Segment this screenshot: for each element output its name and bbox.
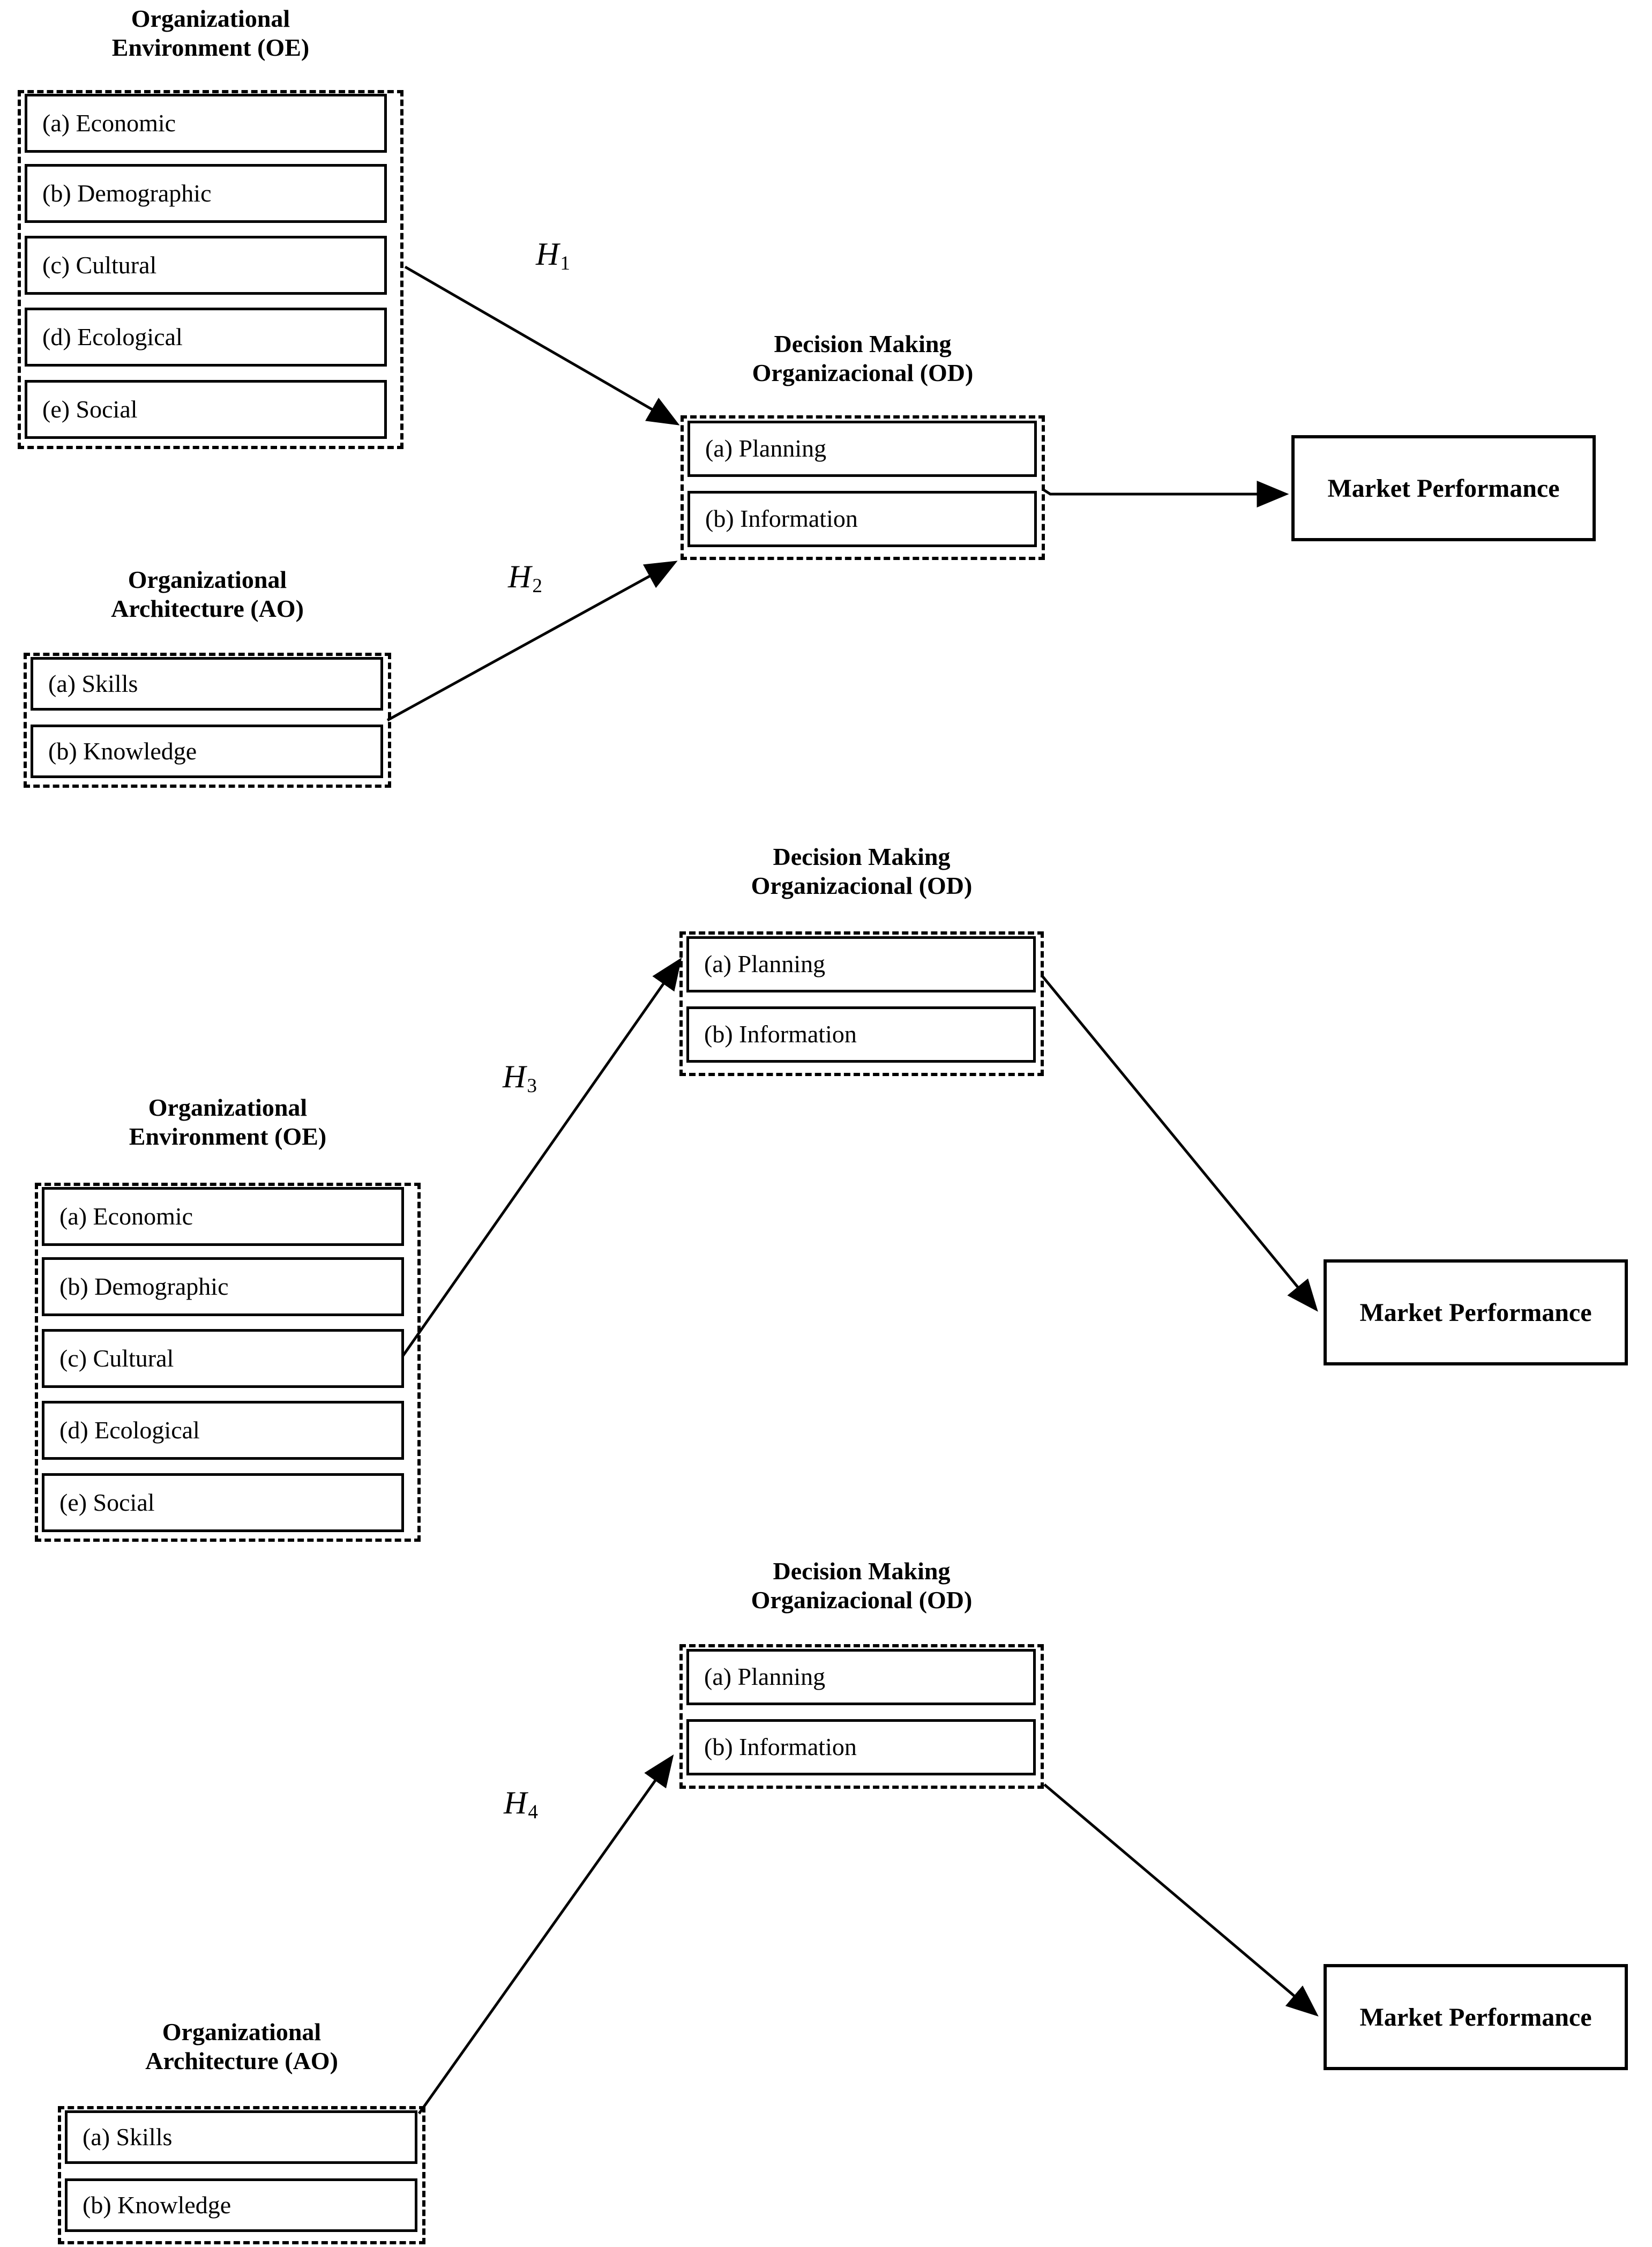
hypothesis-index: 2	[532, 575, 542, 598]
caption-line-2: Organizacional (OD)	[751, 872, 973, 900]
caption-organizational-environment-2: Organizational Environment (OE)	[35, 1093, 421, 1152]
group-decision-making-2	[679, 931, 1044, 1076]
hypothesis-label-h4: H4	[504, 1785, 538, 1824]
caption-line-1: Organizational	[131, 5, 290, 32]
od-item-information-2[interactable]: (b) Information	[686, 1006, 1036, 1063]
group-organizational-environment-2	[35, 1183, 421, 1542]
oe-item-cultural-1[interactable]: (c) Cultural	[25, 236, 387, 295]
oe-item-demographic-2[interactable]: (b) Demographic	[42, 1257, 404, 1316]
caption-line-2: Environment (OE)	[129, 1123, 327, 1151]
caption-organizational-architecture-1: Organizational Architecture (AO)	[24, 565, 391, 624]
hypothesis-label-h3: H3	[503, 1058, 537, 1098]
arrow-od-to-market-1	[1042, 481, 1289, 507]
market-performance-node-1[interactable]: Market Performance	[1291, 435, 1596, 541]
arrow-h1	[404, 265, 680, 425]
market-performance-node-3[interactable]: Market Performance	[1324, 1964, 1628, 2070]
ao-item-skills-3[interactable]: (a) Skills	[65, 2110, 417, 2164]
hypothesis-letter: H	[504, 1785, 527, 1820]
caption-decision-making-1: Decision Making Organizacional (OD)	[681, 330, 1045, 388]
caption-line-1: Organizational	[162, 2018, 322, 2046]
caption-decision-making-2: Decision Making Organizacional (OD)	[679, 842, 1044, 901]
caption-line-2: Environment (OE)	[111, 34, 310, 62]
hypothesis-index: 4	[528, 1801, 538, 1824]
caption-line-1: Decision Making	[773, 843, 951, 870]
caption-line-2: Architecture (AO)	[145, 2047, 338, 2075]
caption-line-1: Decision Making	[773, 1557, 951, 1585]
caption-line-2: Architecture (AO)	[111, 595, 304, 623]
arrow-h3	[401, 957, 682, 1357]
caption-line-1: Organizational	[148, 1094, 308, 1121]
oe-item-economic-2[interactable]: (a) Economic	[42, 1187, 404, 1246]
caption-line-2: Organizacional (OD)	[751, 1586, 973, 1614]
oe-item-social-1[interactable]: (e) Social	[25, 380, 387, 439]
hypothesis-letter: H	[536, 236, 559, 272]
oe-item-cultural-2[interactable]: (c) Cultural	[42, 1329, 404, 1388]
od-item-planning-3[interactable]: (a) Planning	[686, 1649, 1036, 1705]
caption-organizational-architecture-3: Organizational Architecture (AO)	[58, 2018, 425, 2076]
oe-item-demographic-1[interactable]: (b) Demographic	[25, 164, 387, 223]
arrow-od-to-market-2	[1041, 974, 1318, 1312]
ao-item-knowledge-3[interactable]: (b) Knowledge	[65, 2178, 417, 2232]
hypothesis-letter: H	[503, 1059, 526, 1094]
od-item-information-1[interactable]: (b) Information	[687, 491, 1037, 547]
arrow-od-to-market-3	[1043, 1783, 1319, 2017]
ao-item-knowledge-1[interactable]: (b) Knowledge	[31, 725, 383, 778]
od-item-planning-2[interactable]: (a) Planning	[686, 936, 1036, 992]
oe-item-social-2[interactable]: (e) Social	[42, 1473, 404, 1532]
ao-item-skills-1[interactable]: (a) Skills	[31, 657, 383, 711]
hypothesis-index: 3	[527, 1075, 537, 1098]
caption-line-2: Organizacional (OD)	[752, 359, 974, 387]
hypothesis-label-h2: H2	[508, 558, 542, 598]
oe-item-ecological-2[interactable]: (d) Ecological	[42, 1401, 404, 1460]
oe-item-ecological-1[interactable]: (d) Ecological	[25, 308, 387, 367]
caption-line-1: Decision Making	[774, 330, 952, 357]
od-item-information-3[interactable]: (b) Information	[686, 1719, 1036, 1775]
group-organizational-architecture-3	[58, 2106, 425, 2244]
group-decision-making-1	[681, 415, 1045, 560]
caption-line-1: Organizational	[128, 566, 287, 593]
hypothesis-letter: H	[508, 559, 532, 594]
group-organizational-architecture-1	[24, 653, 391, 788]
caption-organizational-environment-1: Organizational Environment (OE)	[18, 4, 403, 63]
hypothesis-index: 1	[560, 252, 570, 275]
caption-decision-making-3: Decision Making Organizacional (OD)	[679, 1557, 1044, 1615]
group-organizational-environment-1	[18, 90, 403, 449]
oe-item-economic-1[interactable]: (a) Economic	[25, 94, 387, 153]
group-decision-making-3	[679, 1644, 1044, 1789]
od-item-planning-1[interactable]: (a) Planning	[687, 421, 1037, 477]
arrow-h4	[417, 1754, 674, 2115]
hypothesis-label-h1: H1	[536, 236, 570, 275]
market-performance-node-2[interactable]: Market Performance	[1324, 1259, 1628, 1365]
